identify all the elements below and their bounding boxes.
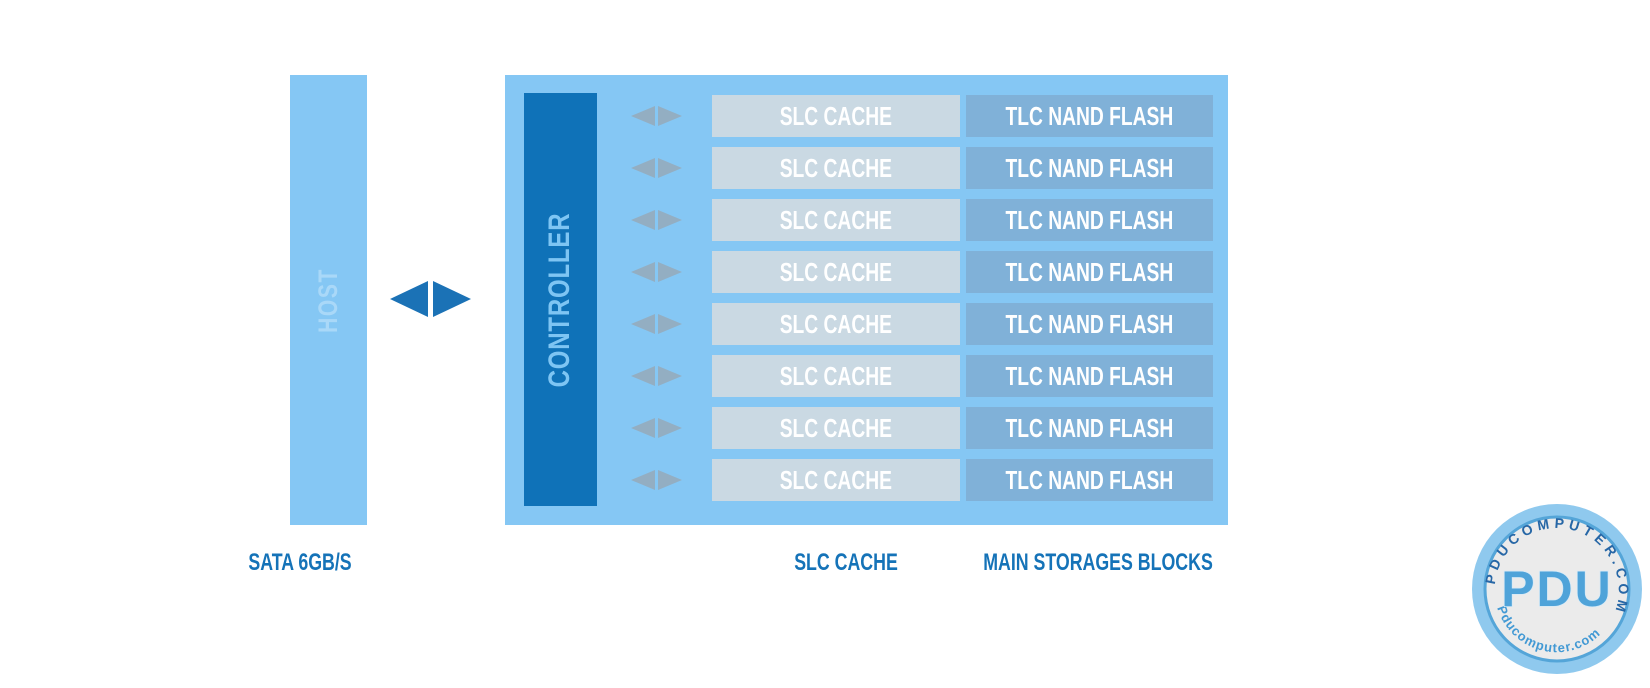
arrow-right-icon	[657, 262, 682, 282]
tlc-nand-flash-block: TLC NAND FLASH	[966, 355, 1213, 397]
slc-cache-block: SLC CACHE	[712, 303, 960, 345]
arrow-right-icon	[657, 418, 682, 438]
channel-bidirectional-arrow-icon	[628, 251, 684, 293]
arrow-left-icon	[630, 366, 655, 386]
slc-cache-block-label: SLC CACHE	[779, 100, 893, 131]
host-label: HOST	[313, 267, 344, 333]
slc-cache-block-label: SLC CACHE	[779, 152, 893, 183]
slc-cache-block: SLC CACHE	[712, 459, 960, 501]
flash-channel-row: SLC CACHE TLC NAND FLASH	[628, 147, 1213, 189]
channel-bidirectional-arrow-icon	[628, 407, 684, 449]
arrow-left-icon	[630, 106, 655, 126]
channel-bidirectional-arrow-icon	[628, 459, 684, 501]
flash-channel-row: SLC CACHE TLC NAND FLASH	[628, 251, 1213, 293]
slc-cache-block-label: SLC CACHE	[779, 464, 893, 495]
flash-channel-row: SLC CACHE TLC NAND FLASH	[628, 459, 1213, 501]
host-block: HOST	[290, 75, 367, 525]
arrow-right-icon	[657, 366, 682, 386]
slc-cache-block-label: SLC CACHE	[779, 204, 893, 235]
main-storage-column-label: MAIN STORAGES BLOCKS	[983, 549, 1213, 576]
channel-bidirectional-arrow-icon	[628, 355, 684, 397]
spacer	[684, 251, 712, 293]
spacer	[684, 355, 712, 397]
slc-cache-block: SLC CACHE	[712, 407, 960, 449]
flash-channel-row: SLC CACHE TLC NAND FLASH	[628, 407, 1213, 449]
controller-block: CONTROLLER	[524, 93, 597, 506]
tlc-nand-flash-block-label: TLC NAND FLASH	[1005, 256, 1174, 287]
logo-inner-disc	[1483, 515, 1631, 663]
slc-cache-block-label: SLC CACHE	[779, 360, 893, 391]
sata-interface-label: SATA 6GB/S	[248, 549, 352, 576]
tlc-nand-flash-block: TLC NAND FLASH	[966, 459, 1213, 501]
slc-cache-block: SLC CACHE	[712, 147, 960, 189]
arrow-right-icon	[657, 210, 682, 230]
tlc-nand-flash-block: TLC NAND FLASH	[966, 303, 1213, 345]
flash-channel-row: SLC CACHE TLC NAND FLASH	[628, 303, 1213, 345]
tlc-nand-flash-block: TLC NAND FLASH	[966, 199, 1213, 241]
spacer	[684, 199, 712, 241]
flash-channel-row: SLC CACHE TLC NAND FLASH	[628, 355, 1213, 397]
arrow-left-icon	[630, 158, 655, 178]
slc-cache-block: SLC CACHE	[712, 251, 960, 293]
flash-channel-row: SLC CACHE TLC NAND FLASH	[628, 95, 1213, 137]
slc-cache-block: SLC CACHE	[712, 95, 960, 137]
tlc-nand-flash-block-label: TLC NAND FLASH	[1005, 360, 1174, 391]
tlc-nand-flash-block: TLC NAND FLASH	[966, 407, 1213, 449]
arrow-left-icon	[630, 210, 655, 230]
spacer	[684, 407, 712, 449]
channel-bidirectional-arrow-icon	[628, 303, 684, 345]
arrow-left-icon	[630, 470, 655, 490]
arrow-right-icon	[657, 106, 682, 126]
slc-cache-block: SLC CACHE	[712, 355, 960, 397]
tlc-nand-flash-block: TLC NAND FLASH	[966, 251, 1213, 293]
channel-bidirectional-arrow-icon	[628, 147, 684, 189]
tlc-nand-flash-block: TLC NAND FLASH	[966, 147, 1213, 189]
arrow-left-icon	[630, 262, 655, 282]
channel-bidirectional-arrow-icon	[628, 199, 684, 241]
arrow-right-icon	[432, 280, 471, 317]
pducomputer-watermark-logo: PDUCOMPUTER.COM Pducomputer.com PDU	[1472, 502, 1644, 674]
arrow-left-icon	[389, 280, 428, 317]
slc-cache-column-label: SLC CACHE	[794, 549, 898, 576]
tlc-nand-flash-block-label: TLC NAND FLASH	[1005, 412, 1174, 443]
controller-label: CONTROLLER	[543, 212, 577, 387]
tlc-nand-flash-block-label: TLC NAND FLASH	[1005, 100, 1174, 131]
tlc-nand-flash-block-label: TLC NAND FLASH	[1005, 152, 1174, 183]
arrow-left-icon	[630, 314, 655, 334]
spacer	[684, 303, 712, 345]
channel-bidirectional-arrow-icon	[628, 95, 684, 137]
spacer	[684, 459, 712, 501]
spacer	[684, 95, 712, 137]
arrow-left-icon	[630, 418, 655, 438]
ssd-panel: CONTROLLER SLC CACHE TLC NAND FLASH	[505, 75, 1228, 525]
tlc-nand-flash-block-label: TLC NAND FLASH	[1005, 204, 1174, 235]
flash-channel-rows: SLC CACHE TLC NAND FLASH SLC CACHE TLC N…	[628, 95, 1213, 501]
flash-channel-row: SLC CACHE TLC NAND FLASH	[628, 199, 1213, 241]
arrow-right-icon	[657, 158, 682, 178]
spacer	[684, 147, 712, 189]
tlc-nand-flash-block-label: TLC NAND FLASH	[1005, 464, 1174, 495]
slc-cache-block-label: SLC CACHE	[779, 308, 893, 339]
slc-cache-block: SLC CACHE	[712, 199, 960, 241]
slc-cache-block-label: SLC CACHE	[779, 256, 893, 287]
logo-center-text: PDU	[1501, 561, 1613, 617]
arrow-right-icon	[657, 314, 682, 334]
arrow-right-icon	[657, 470, 682, 490]
tlc-nand-flash-block: TLC NAND FLASH	[966, 95, 1213, 137]
host-controller-bidirectional-arrow-icon	[388, 280, 472, 317]
slc-cache-block-label: SLC CACHE	[779, 412, 893, 443]
tlc-nand-flash-block-label: TLC NAND FLASH	[1005, 308, 1174, 339]
